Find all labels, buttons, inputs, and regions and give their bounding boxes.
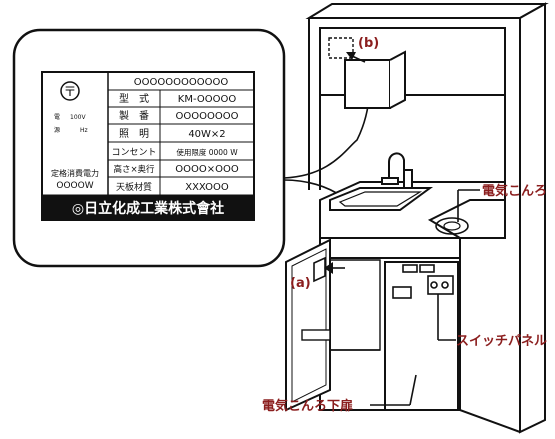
row-label-lighting: 照 明 (119, 128, 149, 140)
kitchen-cabinet (305, 2, 549, 434)
rated-power-label: 定格消費電力 (51, 168, 99, 178)
counter-and-sink (319, 181, 506, 259)
row-label-outlet: コンセント (111, 147, 156, 158)
row-value-top-material: XXXOOO (185, 182, 229, 193)
voltage-value: 100V (70, 114, 86, 121)
arrow-to-a (324, 262, 345, 274)
lower-door-callout: 電気こんろ下扉 (262, 374, 417, 414)
row-value-serial: OOOOOOOO (176, 111, 239, 122)
callout-a-label: (a) (290, 276, 311, 291)
row-value-model: KM-OOOOO (178, 94, 237, 105)
nameplate-callout-bubble: 〒 電 100V 源 Hz 定格消費電力 OOOOW OOOOOOOOOOOO … (12, 28, 286, 268)
switch-panel-label: スイッチパネル (456, 334, 547, 349)
stove-callout: 電気こんろ (457, 183, 547, 222)
maker-name: ◎日立化成工業株式會社 (72, 200, 224, 217)
row-label-model: 型 式 (119, 92, 149, 105)
nameplate-location-b-marker (328, 37, 354, 59)
switch-panel-device (392, 264, 454, 299)
row-label-serial: 製 番 (119, 109, 149, 122)
row-label-top-material: 天板材質 (116, 181, 152, 193)
row-value-lighting: 40W×2 (188, 129, 225, 140)
serial-top: OOOOOOOOOOOO (134, 77, 229, 88)
certification-mark: 〒 (63, 85, 76, 100)
faucet-icon (381, 152, 413, 189)
switch-panel-callout: スイッチパネル (437, 294, 547, 349)
electric-label: 電 (54, 114, 60, 121)
arrow-to-b (346, 52, 366, 63)
source-label: 源 (54, 126, 60, 134)
callout-b-label: (b) (358, 36, 379, 51)
stove-label: 電気こんろ (482, 183, 547, 199)
hz-label: Hz (80, 127, 88, 134)
row-value-outlet: 使用限度 0000 W (176, 147, 238, 157)
lower-door-label: 電気こんろ下扉 (262, 398, 353, 414)
certification-mark-icon (60, 81, 80, 101)
row-value-dimensions: OOOO×OOO (175, 164, 239, 175)
rated-power-value: OOOOW (56, 181, 93, 191)
stove-lower-door (285, 238, 331, 412)
row-label-dimensions: 高さ×奥行 (113, 164, 155, 175)
lower-cabinet (319, 257, 521, 433)
nameplate-location-a-marker (313, 256, 326, 283)
